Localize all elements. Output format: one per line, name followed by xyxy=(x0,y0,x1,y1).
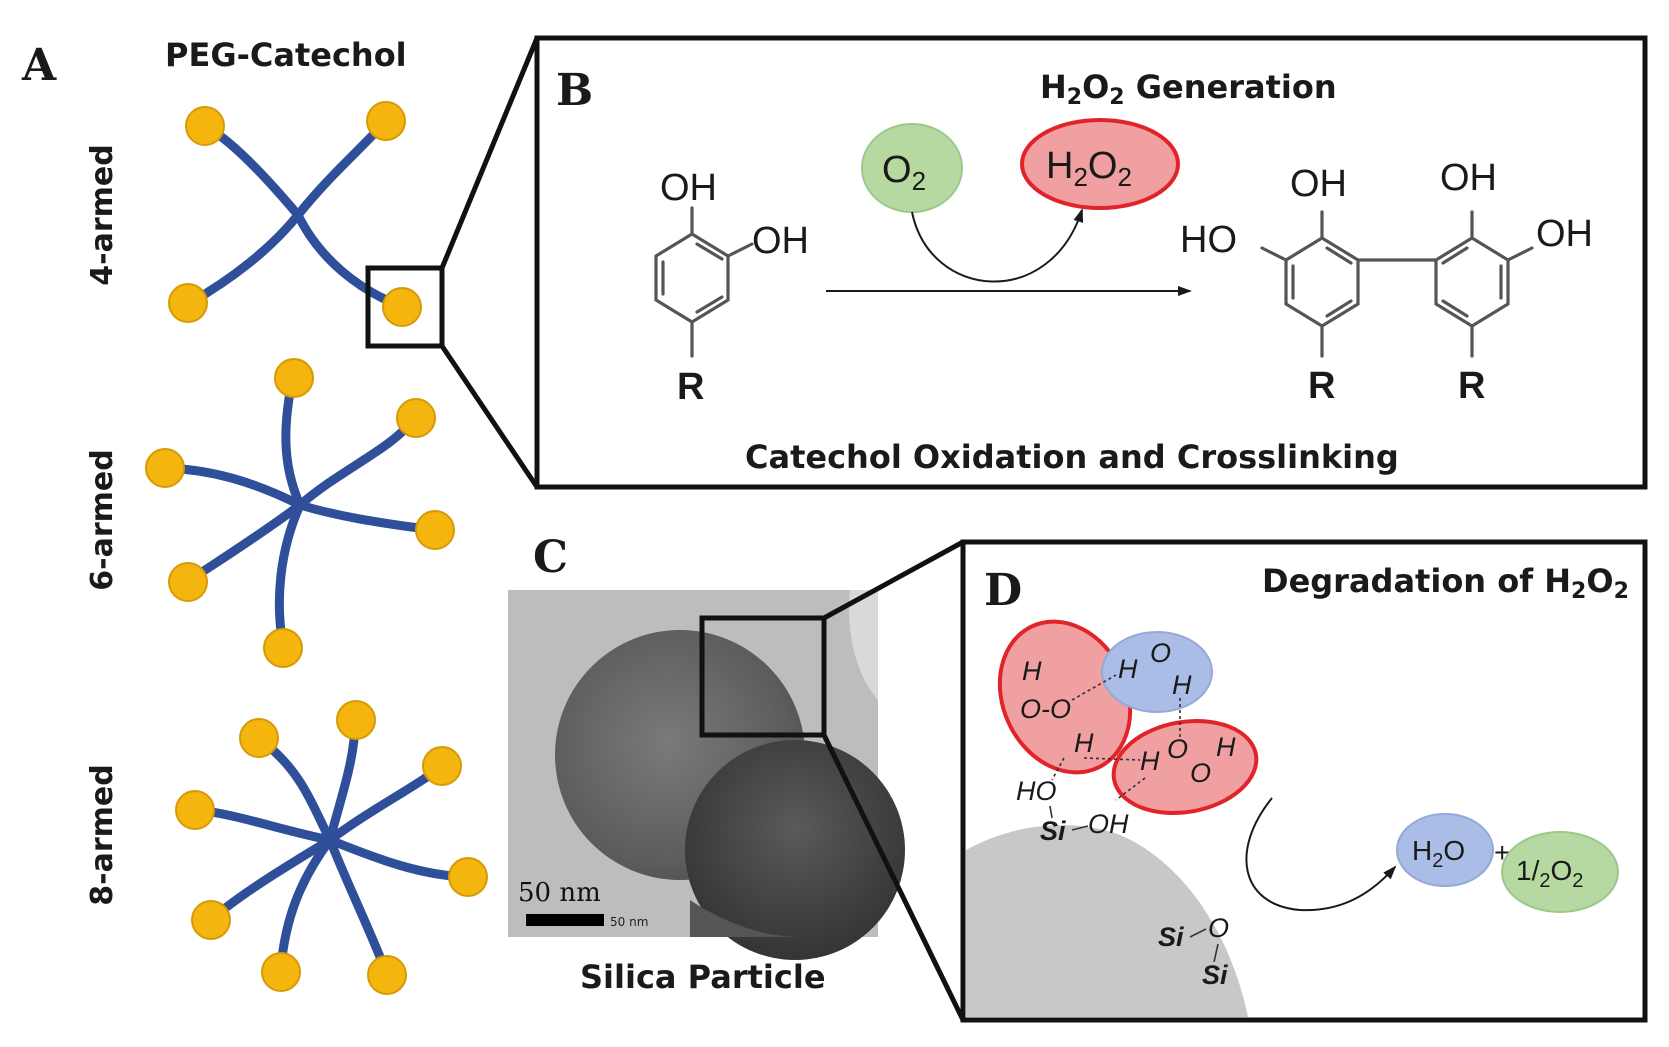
panel-d: D Degradation of H2O2 H O-O H H O H H O … xyxy=(960,539,1648,1023)
panel-a-title: PEG-Catechol xyxy=(165,36,407,74)
panel-d-title: Degradation of H2O2 xyxy=(1262,562,1629,604)
panel-c-letter: C xyxy=(533,532,568,583)
atom-oo: O-O xyxy=(1020,694,1071,724)
panel-b-caption: Catechol Oxidation and Crosslinking xyxy=(745,438,1399,476)
catechol-oh-top: OH xyxy=(660,167,717,209)
atom-h: H xyxy=(1074,728,1094,758)
dimer-oh-1: OH xyxy=(1290,163,1347,205)
panel-b-frame xyxy=(534,35,1648,490)
zoom-line-c-bottom xyxy=(821,733,966,1022)
catechol-end xyxy=(239,718,279,758)
catechol-end xyxy=(168,562,208,602)
o2-label: O2 xyxy=(882,149,926,196)
scale-bar xyxy=(526,914,604,926)
h2o2-label: H2O2 xyxy=(1046,145,1132,192)
silanol-oh: OH xyxy=(1088,809,1129,839)
catechol-end xyxy=(422,746,462,786)
scale-label: 50 nm xyxy=(518,878,601,908)
h2o2-bubble xyxy=(1020,118,1180,210)
siloxane-si-1: Si xyxy=(1158,922,1184,952)
catechol-end xyxy=(185,106,225,146)
dimer-oh-3: OH xyxy=(1536,213,1593,255)
panel-c: C 50 nm 50 nm Silica Particle xyxy=(508,532,966,1022)
zoom-box-c xyxy=(699,615,827,738)
catechol-end xyxy=(415,510,455,550)
atom-h: H xyxy=(1118,654,1138,684)
arm-label-4: 4-armed xyxy=(85,144,120,285)
catechol-end xyxy=(261,952,301,992)
catechol-end xyxy=(145,448,185,488)
atom-o: O xyxy=(1167,734,1188,764)
catechol-end xyxy=(168,283,208,323)
catechol-end xyxy=(396,398,436,438)
scale-bar-small-label: 50 nm xyxy=(610,915,648,929)
o2-to-h2o2-arrow xyxy=(911,208,1084,283)
catechol-end xyxy=(366,101,406,141)
panel-b-title: H2O2 Generation xyxy=(1040,68,1337,110)
catechol-end xyxy=(191,900,231,940)
si-o-bond xyxy=(1213,943,1219,963)
product-h2o: H2O xyxy=(1412,835,1465,872)
star-4-armed xyxy=(168,101,422,327)
arm-label-8: 8-armed xyxy=(85,764,120,905)
dimer-molecule xyxy=(1260,210,1534,358)
silanol-ho: HO xyxy=(1016,776,1057,806)
si-bond xyxy=(1049,805,1053,819)
panel-a: A PEG-Catechol 4-armed 6-armed 8-armed xyxy=(21,36,540,995)
tem-image: 50 nm 50 nm xyxy=(508,590,905,960)
siloxane-si-2: Si xyxy=(1202,960,1228,990)
zoom-line-bottom xyxy=(439,344,540,489)
panel-b-letter: B xyxy=(556,65,593,116)
panel-d-letter: D xyxy=(984,565,1022,616)
catechol-end xyxy=(448,857,488,897)
product-o2-bubble xyxy=(1501,831,1619,913)
catechol-end xyxy=(263,628,303,668)
dimer-r-1: R xyxy=(1308,365,1335,407)
silica-surface xyxy=(966,825,1248,1017)
zoom-line-c-top xyxy=(822,539,965,621)
atom-h: H xyxy=(1022,656,1042,686)
catechol-oh-right: OH xyxy=(752,220,809,262)
product-h2o-bubble xyxy=(1396,813,1494,887)
dimer-r-2: R xyxy=(1458,365,1485,407)
catechol-molecule xyxy=(654,206,754,358)
si-bond xyxy=(1071,825,1089,831)
h2o2-bubble-2 xyxy=(1111,718,1259,816)
h2o-bubble xyxy=(1101,631,1213,713)
catechol-end xyxy=(336,700,376,740)
dimer-oh-2: OH xyxy=(1440,157,1497,199)
dimer-ho: HO xyxy=(1180,219,1237,261)
panel-c-caption: Silica Particle xyxy=(580,958,826,996)
hydrogen-bonds xyxy=(1051,674,1181,801)
arm-label-6: 6-armed xyxy=(85,449,120,590)
atom-o: O xyxy=(1150,638,1171,668)
silicon-atom: Si xyxy=(1040,816,1066,846)
catechol-end xyxy=(274,358,314,398)
atom-h: H xyxy=(1172,670,1192,700)
panel-a-letter: A xyxy=(21,40,57,91)
si-o-bond xyxy=(1189,928,1207,938)
catechol-end xyxy=(382,287,422,327)
star-6-armed xyxy=(145,358,455,668)
degradation-arrow xyxy=(1245,797,1397,912)
atom-h: H xyxy=(1216,732,1236,762)
zoom-box-a xyxy=(365,265,445,349)
catechol-end xyxy=(175,790,215,830)
panel-b: B H2O2 Generation O2 H2O2 OH OH R xyxy=(534,35,1648,490)
atom-o: O xyxy=(1190,758,1211,788)
siloxane-o: O xyxy=(1208,913,1229,943)
catechol-r: R xyxy=(677,366,704,408)
catechol-end xyxy=(367,955,407,995)
product-half-o2: 1/2O2 xyxy=(1516,855,1583,892)
zoom-line-top xyxy=(439,37,540,269)
atom-h: H xyxy=(1140,746,1160,776)
star-8-armed xyxy=(175,700,488,995)
